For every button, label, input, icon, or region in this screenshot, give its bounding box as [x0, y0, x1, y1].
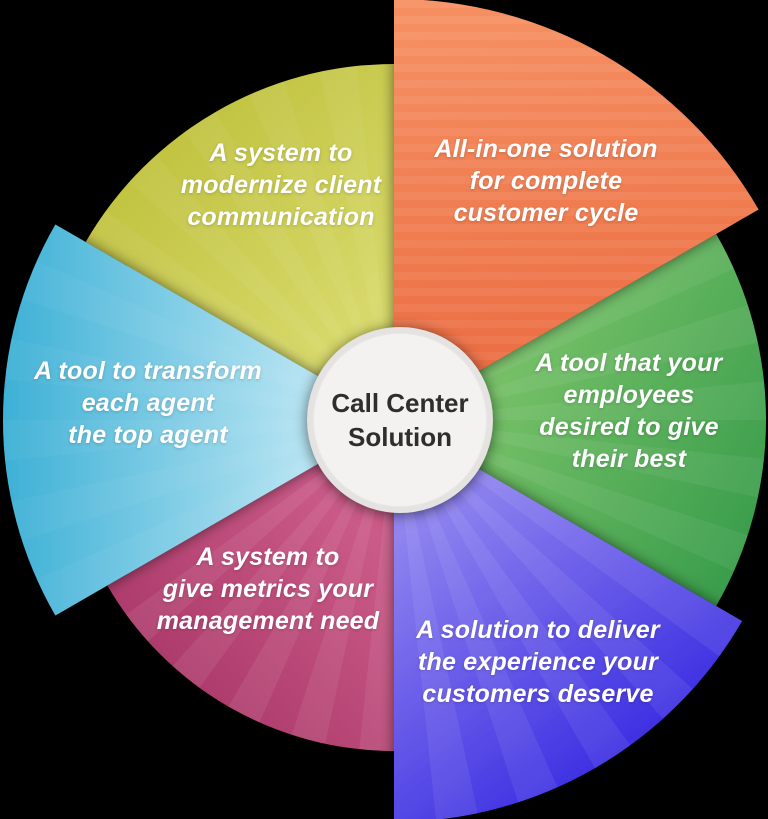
center-hub: Call Center Solution [307, 327, 493, 513]
center-hub-title: Call Center Solution [331, 387, 469, 452]
segment-wedge-all-in-one-solution [394, 0, 759, 420]
segment-wedge-agent-transform [2, 224, 395, 616]
segment-wedge-customer-experience [394, 420, 743, 819]
segment-wedge-employee-tool [394, 234, 766, 606]
segment-wedge-client-communication [85, 63, 394, 421]
